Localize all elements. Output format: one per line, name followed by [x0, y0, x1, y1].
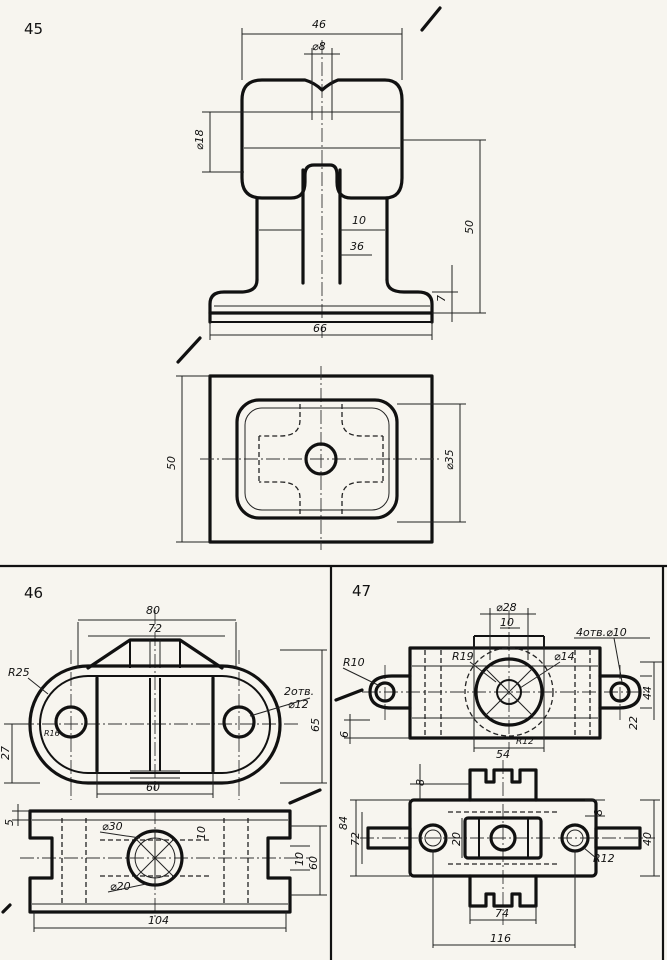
stroke-mark — [288, 788, 322, 805]
dim-10-a: 10 — [195, 826, 208, 840]
dim-72: 72 — [148, 622, 162, 635]
dim-r25: R25 — [8, 666, 30, 679]
dim-27: 27 — [0, 746, 12, 760]
dim-10: 10 — [352, 214, 366, 227]
dim-dia-28: ⌀28 — [496, 601, 517, 614]
dim-116: 116 — [490, 932, 511, 945]
dim-dia-12: ⌀12 — [288, 698, 309, 711]
dim-40: 40 — [641, 832, 654, 846]
problem-45-top-dimensions: 50 ⌀35 — [165, 375, 466, 543]
dim-dia-14: ⌀14 — [554, 650, 575, 663]
problem-46-front-dimensions: 5 ⌀30 10 10 60 ⌀20 104 — [3, 804, 327, 932]
dim-2-holes: 2отв. — [284, 685, 314, 698]
dim-44: 44 — [641, 686, 654, 700]
problem-45-front-dimensions: 46 ⌀8 ⌀18 10 36 50 7 66 — [193, 18, 486, 340]
dim-54: 54 — [496, 748, 510, 761]
dim-4-holes-dia-10: 4отв.⌀10 — [576, 626, 627, 639]
problem-47-number: 47 — [352, 582, 371, 600]
problem-46-top-dimensions: 80 72 R25 R16 2отв. ⌀12 27 65 60 — [0, 604, 327, 798]
problem-47-front-view — [362, 610, 650, 750]
dim-dia-35: ⌀35 — [443, 449, 456, 470]
dim-84: 84 — [337, 816, 350, 830]
dim-dia-20: ⌀20 — [110, 880, 131, 893]
problem-45-top-view — [200, 366, 440, 550]
dim-6: 6 — [338, 731, 351, 738]
dim-8-a: 8 — [414, 779, 427, 786]
dim-66: 66 — [313, 322, 327, 335]
problem-46-top-view — [20, 610, 300, 800]
dim-74: 74 — [495, 907, 509, 920]
problem-45-number: 45 — [24, 20, 43, 38]
dim-22: 22 — [627, 716, 640, 730]
problem-47-top-view — [360, 760, 655, 925]
dim-36: 36 — [350, 240, 364, 253]
dim-r19: R19 — [452, 650, 474, 663]
dim-r10: R10 — [343, 656, 365, 669]
dim-r16: R16 — [44, 729, 60, 738]
dim-dia-30: ⌀30 — [102, 820, 123, 833]
dim-10-b: 10 — [293, 852, 306, 866]
dim-72-b: 72 — [349, 832, 362, 846]
problem-46-number: 46 — [24, 584, 43, 602]
stroke-mark — [420, 6, 442, 32]
dim-dia-18: ⌀18 — [193, 129, 206, 150]
dim-65: 65 — [309, 718, 322, 732]
dim-46: 46 — [312, 18, 326, 31]
dim-7: 7 — [435, 295, 448, 302]
dim-60: 60 — [146, 781, 160, 794]
dim-10-c: 10 — [500, 616, 514, 629]
dim-r12-a: R12 — [516, 737, 534, 747]
problem-47-top-dimensions: 8 84 72 20 8 40 R12 74 116 — [337, 764, 660, 948]
dim-5: 5 — [3, 819, 16, 826]
dim-50-height: 50 — [463, 220, 476, 234]
dim-104: 104 — [148, 914, 169, 927]
dim-r12-b: R12 — [593, 852, 615, 865]
dim-50-depth: 50 — [165, 456, 178, 470]
dim-8-b: 8 — [592, 809, 605, 816]
dim-80: 80 — [146, 604, 160, 617]
stroke-mark — [176, 336, 202, 364]
dim-60-b: 60 — [307, 856, 320, 870]
dim-20: 20 — [450, 832, 463, 846]
problem-47-front-dimensions: ⌀28 10 4отв.⌀10 R10 R19 ⌀14 44 22 6 54 R… — [338, 601, 662, 761]
stroke-mark — [334, 688, 364, 702]
problem-46-front-view — [20, 809, 310, 920]
problem-45-front-view — [208, 40, 434, 338]
stroke-mark — [1, 903, 12, 914]
dim-dia-8: ⌀8 — [312, 40, 326, 53]
